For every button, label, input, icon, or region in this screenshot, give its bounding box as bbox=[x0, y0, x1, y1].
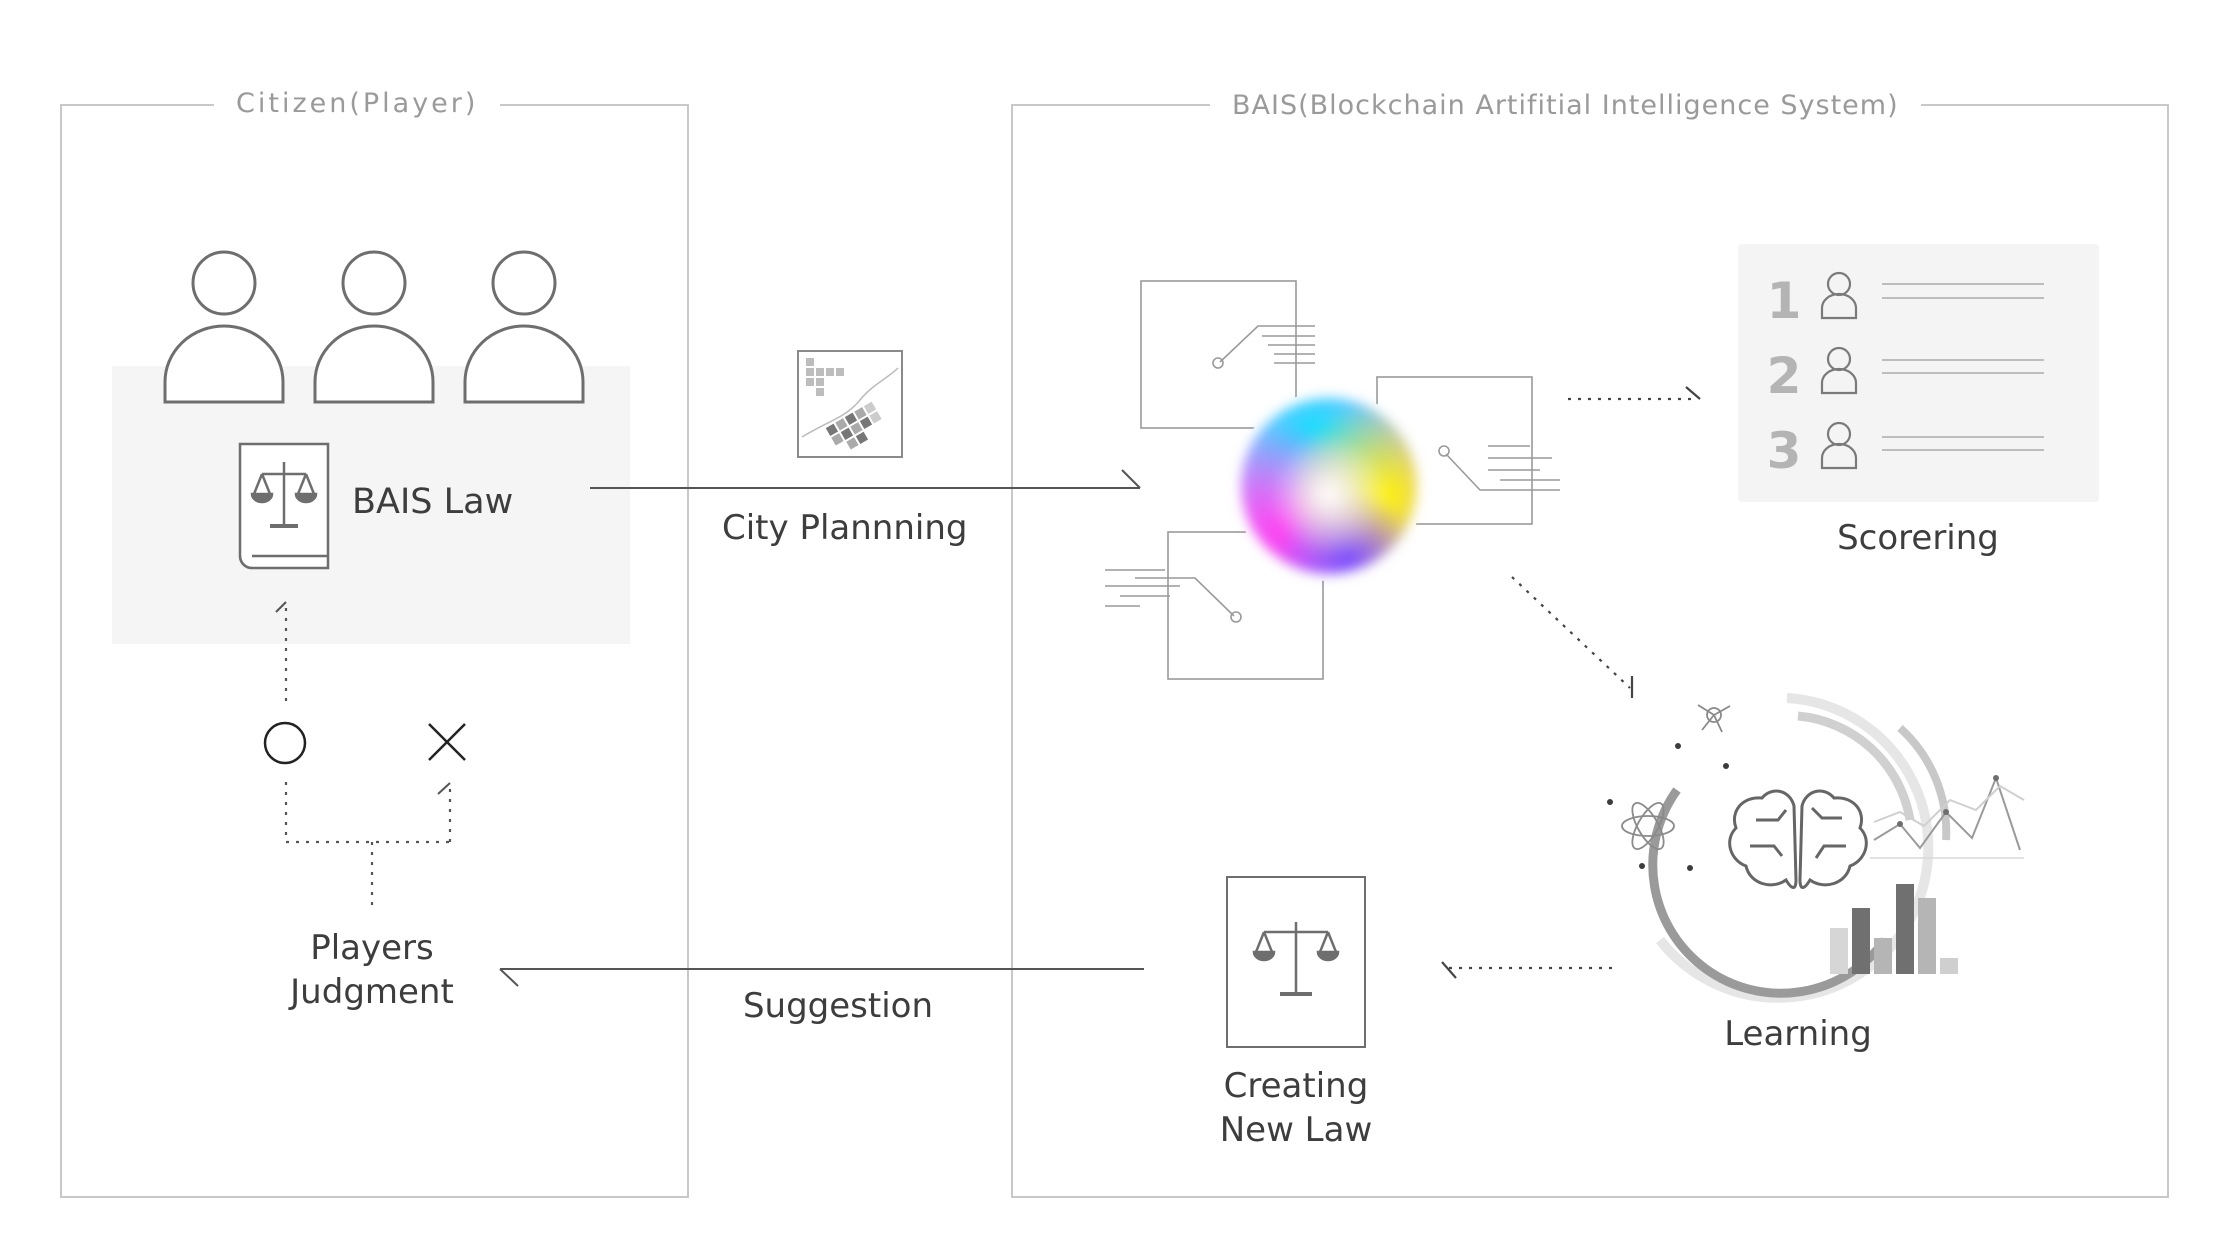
bais-law-label: BAIS Law bbox=[352, 482, 514, 522]
person-icon bbox=[1820, 421, 1858, 470]
approve-circle-icon bbox=[263, 721, 307, 765]
players-judgment-label: Players Judgment bbox=[252, 926, 492, 1014]
citizen-panel-title: Citizen(Player) bbox=[214, 88, 501, 119]
learning-brain-icon bbox=[1607, 693, 2025, 1003]
arrowhead-up-icon bbox=[275, 601, 287, 613]
city-planning-label: City Plannning bbox=[722, 508, 968, 548]
players-group-icon bbox=[163, 250, 585, 404]
ranking-list: 1 2 3 bbox=[1767, 271, 2044, 480]
law-book-icon bbox=[238, 442, 330, 570]
reject-cross-icon bbox=[428, 723, 466, 761]
suggestion-label: Suggestion bbox=[742, 986, 934, 1026]
rank-number: 3 bbox=[1767, 422, 1802, 480]
person-icon bbox=[313, 250, 435, 404]
core-to-scoring-arrow bbox=[1568, 386, 1701, 401]
bais-law-card bbox=[112, 366, 630, 644]
creating-new-law-line1: Creating bbox=[1223, 1066, 1369, 1106]
arrowhead-up-icon bbox=[437, 782, 451, 795]
ai-core-icon bbox=[1105, 280, 1560, 680]
person-icon bbox=[1820, 271, 1858, 320]
players-judgment-line2: Judgment bbox=[290, 972, 454, 1012]
creating-new-law-line2: New Law bbox=[1219, 1110, 1373, 1150]
city-map-icon bbox=[797, 350, 903, 458]
players-judgment-line1: Players bbox=[310, 928, 434, 968]
person-icon bbox=[163, 250, 285, 404]
judgment-connectors bbox=[284, 608, 452, 906]
rank-number: 1 bbox=[1767, 272, 1802, 330]
person-icon bbox=[463, 250, 585, 404]
new-law-icon bbox=[1226, 876, 1366, 1048]
rank-number: 2 bbox=[1767, 347, 1802, 405]
suggestion-arrow bbox=[499, 968, 1144, 987]
learning-label: Learning bbox=[1724, 1014, 1872, 1054]
scoring-label: Scorering bbox=[1837, 518, 1999, 558]
learning-to-law-arrow bbox=[1441, 961, 1612, 979]
person-icon bbox=[1820, 346, 1858, 395]
creating-new-law-label: Creating New Law bbox=[1176, 1064, 1416, 1152]
core-to-learning-arrow bbox=[1511, 576, 1634, 698]
city-planning-arrow bbox=[590, 469, 1141, 489]
bais-panel-title: BAIS(Blockchain Artifitial Intelligence … bbox=[1210, 90, 1921, 121]
